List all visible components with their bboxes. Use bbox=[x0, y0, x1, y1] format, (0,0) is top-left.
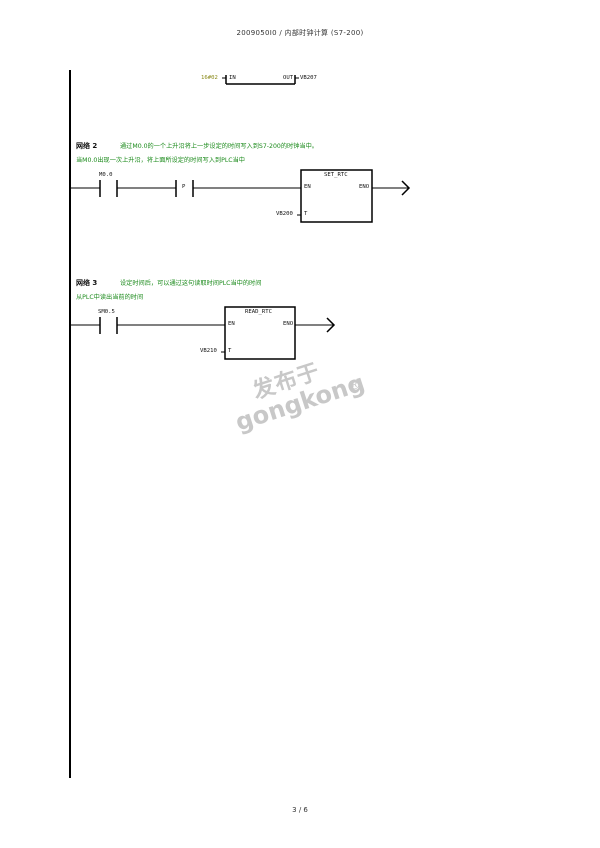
set-rtc-t-operand: VB200 bbox=[276, 211, 293, 217]
read-rtc-t: T bbox=[228, 348, 232, 354]
mov-in-operand: 16#02 bbox=[201, 75, 218, 81]
watermark-registered: ® bbox=[348, 378, 361, 393]
n2-eno-arrow bbox=[401, 180, 411, 196]
mov-out-operand: VB207 bbox=[300, 75, 317, 81]
read-rtc-eno: ENO bbox=[283, 321, 294, 327]
page-number: 3 / 6 bbox=[292, 806, 308, 814]
set-rtc-t: T bbox=[304, 211, 308, 217]
network-3-comment-1: 设定时间后，可以通过这句读取时间PLC当中的时间 bbox=[120, 280, 262, 287]
network-3-label: 网络 3 bbox=[76, 279, 98, 287]
mov-in-pin: IN bbox=[229, 75, 236, 81]
network-3-comment-2: 从PLC中读出当前的时间 bbox=[76, 294, 144, 301]
n3-contact-operand: SM0.5 bbox=[98, 309, 115, 315]
mov-out-pin: OUT bbox=[283, 75, 294, 81]
read-rtc-title: READ_RTC bbox=[245, 309, 272, 315]
read-rtc-en: EN bbox=[228, 321, 235, 327]
network-2-comment-1: 通过M0.0的一个上升沿将上一步设定的时间写入到S7-200的时钟当中。 bbox=[120, 143, 318, 150]
read-rtc-box bbox=[224, 306, 296, 360]
n2-contact-operand: M0.0 bbox=[99, 172, 113, 178]
set-rtc-title: SET_RTC bbox=[324, 172, 348, 178]
set-rtc-en: EN bbox=[304, 184, 311, 190]
n3-eno-arrow bbox=[326, 317, 336, 333]
n2-edge-label: P bbox=[182, 184, 186, 190]
network-2-comment-2: 当M0.0出现一次上升沿，将上面所设定的时间写入到PLC当中 bbox=[76, 157, 245, 164]
network-2-label: 网络 2 bbox=[76, 142, 98, 150]
page-header: 2009050I0 / 内部时钟计算 (S7-200) bbox=[236, 29, 364, 37]
set-rtc-box bbox=[300, 169, 373, 223]
read-rtc-t-operand: VB210 bbox=[200, 348, 217, 354]
set-rtc-eno: ENO bbox=[359, 184, 370, 190]
